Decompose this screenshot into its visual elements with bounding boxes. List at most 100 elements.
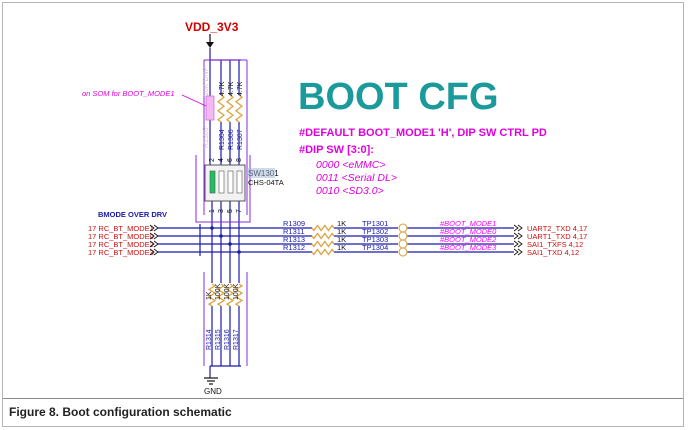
pulldown-resistor-1 [216,283,226,307]
bus-label: BMODE OVER DRV [98,210,167,219]
dip-modes: 0000 <eMMC>0011 <Serial DL>0010 <SD3.0> [316,159,397,197]
input-arrow-0 [149,224,159,232]
testpoint-ref-0: TP1301 [362,219,388,228]
junction-1 [219,234,223,238]
input-label-1: 17 RC_BT_MODE0 [88,232,154,241]
pulldown-ref-3: R1317 [233,329,240,350]
input-label-2: 17 RC_BT_MODE2 [88,240,154,249]
pullup-value-0: 4.7K [219,81,226,96]
series-value-0: 1K [337,219,346,228]
output-label-3: SAI1_TXD 4,12 [527,248,579,257]
dip-mode-2: 0010 <SD3.0> [316,185,384,197]
series-ref-0: R1309 [283,219,305,228]
pulldown-bracket [203,272,248,366]
pullup-ref-2: R1307 [237,129,244,150]
testpoint-1 [398,231,408,241]
testpoint-ref-2: TP1303 [362,235,388,244]
switch-ref-highlight [247,168,275,178]
net-name-2: #BOOT_MODE2 [440,235,497,244]
vdd-arrow [206,42,214,48]
output-arrow-1 [513,232,523,240]
net-name-1: #BOOT_MODE0 [440,227,497,236]
ground-symbol [204,377,218,385]
pulldown-resistor-2 [225,283,235,307]
switch-pin-bottom-5: 5 [227,209,234,213]
pulldown-ref-2: R1316 [224,329,231,350]
boot-cfg-schematic: VDD_3V3 10K DNP R1305 on SOM for BOOT_MO… [82,20,587,396]
gnd-label: GND [204,387,222,396]
pulldown-value-1: 100K [215,283,222,300]
input-arrow-1 [149,232,159,240]
pullup-value-2: 4.7K [237,81,244,96]
switch-pin-bottom-3: 3 [218,209,225,213]
pulldown-value-3: 100K [233,283,240,300]
switch-pin-top-6: 6 [227,158,234,162]
pullup-ref-1: R1306 [228,129,235,150]
input-label-0: 17 RC_BT_MODE1 [88,224,154,233]
pullup-ref-0: R1304 [219,129,226,150]
input-arrow-3 [149,248,159,256]
switch-bracket [195,155,251,223]
schematic-frame [2,2,684,427]
boot-cfg-heading: BOOT CFG [298,76,499,118]
series-ref-2: R1313 [283,235,305,244]
switch-lever-4 [236,170,243,194]
junction-3 [237,250,241,254]
series-ref-1: R1311 [283,227,305,236]
pulldown-value-0: 1K [206,291,213,300]
pullup-value-1: 4.7K [228,81,235,96]
output-arrow-3 [513,248,523,256]
switch-pin-top-8: 8 [236,158,243,162]
default-note: #DEFAULT BOOT_MODE1 'H', DIP SW CTRL PD [299,127,547,139]
switch-part: CHS-04TA [248,178,284,187]
input-label-3: 17 RC_BT_MODE3 [88,248,154,257]
som-note: on SOM for BOOT_MODE1 [82,89,175,98]
series-ref-3: R1312 [283,243,305,252]
series-value-2: 1K [337,235,346,244]
testpoint-3 [398,247,408,257]
pulldown-resistor-3 [234,283,244,307]
caption-rule [3,398,683,399]
series-resistor-1 [311,232,335,240]
testpoint-ref-1: TP1302 [362,227,388,236]
output-label-0: UART2_TXD 4,17 [527,224,587,233]
pulldown-ref-1: R1315 [215,329,222,350]
output-arrow-0 [513,224,523,232]
series-value-1: 1K [337,227,346,236]
testpoint-ref-3: TP1304 [362,243,388,252]
pullup-resistor-1 [216,94,226,123]
dnp-resistor [205,95,215,121]
dnp-ref: R1305 [203,127,210,148]
pulldown-value-2: 100K [224,283,231,300]
series-resistor-3 [311,248,335,256]
dip-heading: #DIP SW [3:0]: [299,144,374,156]
switch-pin-top-2: 2 [209,158,216,162]
series-resistor-2 [311,240,335,248]
switch-lever-1 [209,170,216,194]
switch-lever-2 [218,170,225,194]
testpoint-0 [398,223,408,233]
pullup-resistor-3 [234,94,244,123]
pulldown-ref-0: R1314 [206,329,213,350]
dip-mode-1: 0011 <Serial DL> [316,172,397,184]
wires [158,48,514,378]
series-resistor-0 [311,224,335,232]
pullup-resistor-2 [225,94,235,123]
testpoint-2 [398,239,408,249]
switch-pin-top-4: 4 [218,158,225,162]
junction-0 [210,226,214,230]
series-value-3: 1K [337,243,346,252]
output-arrow-2 [513,240,523,248]
input-arrow-2 [149,240,159,248]
vdd-label: VDD_3V3 [185,20,239,34]
resistors [207,94,335,307]
junction-2 [228,242,232,246]
switch-lever-3 [227,170,234,194]
switch-pin-bottom-7: 7 [236,209,243,213]
switch-pin-bottom-1: 1 [209,209,216,213]
som-note-leader [181,94,207,107]
